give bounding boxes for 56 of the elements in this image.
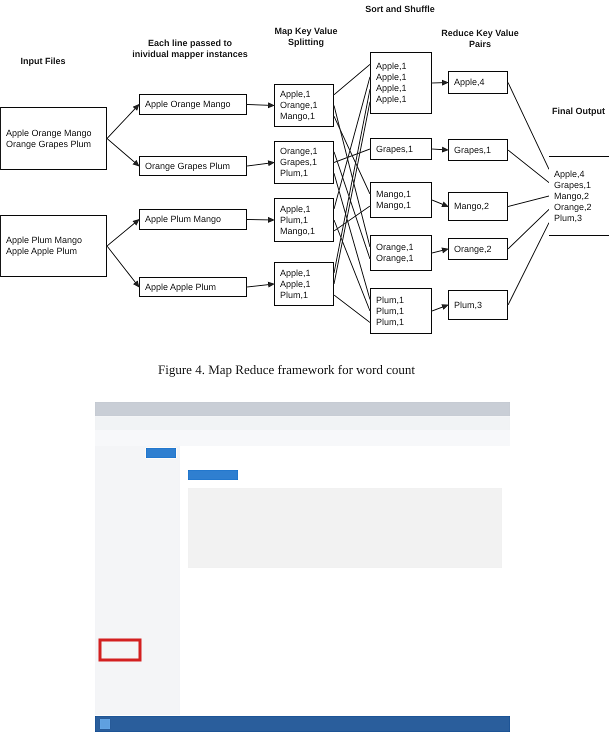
process-box: Apple Apple Plum [139,277,247,297]
arrow [432,248,449,254]
column-heading: Sort and Shuffle [364,4,436,15]
column-heading: Final Output [551,106,606,117]
arrow [106,138,140,167]
process-box: Apple,1 Apple,1 Plum,1 [274,262,334,306]
process-box: Apple,1 Orange,1 Mango,1 [274,84,334,127]
file-box: Apple Orange Mango Orange Grapes Plum [0,107,107,170]
process-box: Mango,1 Mango,1 [370,182,432,218]
figure-caption: Figure 4. Map Reduce framework for word count [158,362,416,378]
process-box: Apple,1 Apple,1 Apple,1 Apple,1 [370,52,432,114]
connector-line [334,151,370,260]
process-box: Plum,3 [448,290,508,320]
arrow [106,104,140,139]
connector-line [334,76,370,210]
connector-line [334,148,370,163]
arrow [432,304,449,312]
arrow [106,218,140,246]
process-box: Orange,1 Grapes,1 Plum,1 [274,141,334,184]
process-box: Grapes,1 [370,138,432,160]
connector-line [334,206,370,232]
process-box: Apple,1 Plum,1 Mango,1 [274,198,334,242]
connector-line [508,196,550,207]
column-heading: Reduce Key Value Pairs [440,28,520,50]
process-box: Orange Grapes Plum [139,156,247,176]
connector-line [334,220,370,312]
output-table: Apple,4 Grapes,1 Mango,2 Orange,2 Plum,3 [549,156,609,236]
arrow [432,200,449,208]
column-heading: Input Files [20,56,66,67]
arrow [246,282,275,288]
connector-line [508,82,550,170]
process-box: Orange,2 [448,238,508,260]
connector-line [334,294,370,323]
column-heading: Map Key Value Splitting [273,26,339,48]
process-box: Apple,4 [448,71,508,94]
connector-line [334,105,370,248]
process-box: Orange,1 Orange,1 [370,235,432,271]
arrow [432,146,449,153]
process-box: Apple Orange Mango [139,94,247,115]
arrow [106,246,140,288]
column-heading: Each line passed to inividual mapper instances [131,38,249,60]
process-box: Plum,1 Plum,1 Plum,1 [370,288,432,334]
connector-line [334,116,370,194]
process-box: Mango,2 [448,192,508,221]
connector-line [508,208,550,250]
process-box: Grapes,1 [448,139,508,161]
arrow [246,160,275,166]
connector-line [508,222,550,306]
connector-line [334,172,370,300]
arrow [246,216,275,223]
arrow [432,80,449,86]
connector-line [508,150,550,184]
connector-line [334,64,370,96]
file-box: Apple Plum Mango Apple Apple Plum [0,215,107,277]
arrow [246,102,275,108]
process-box: Apple Plum Mango [139,209,247,230]
